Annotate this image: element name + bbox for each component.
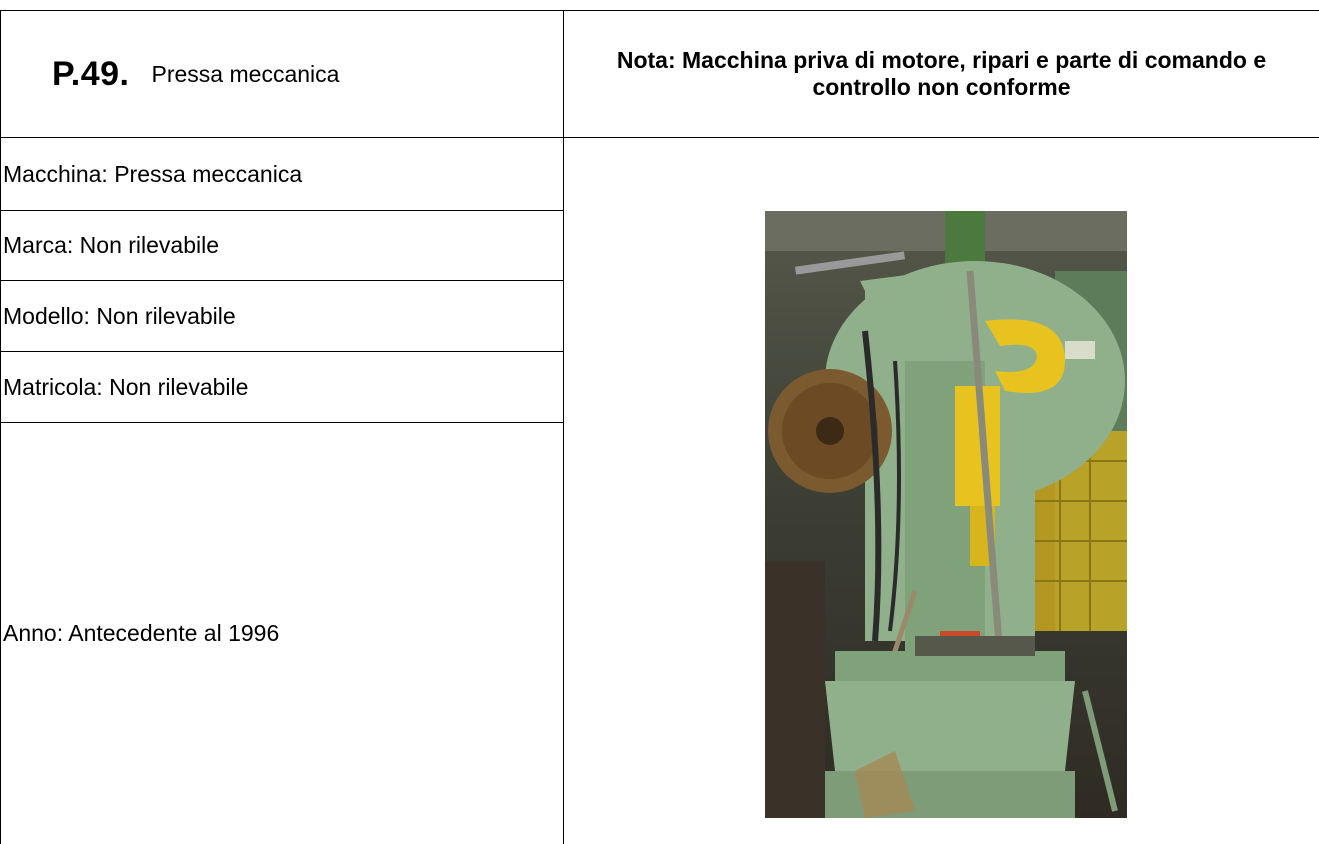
row-divider-3 <box>0 351 563 352</box>
item-title: Pressa meccanica <box>151 60 340 87</box>
field-marca: Marca: Non rilevabile <box>3 232 220 258</box>
item-code: P.49. <box>52 54 130 93</box>
header-title-cell: P.49. Pressa meccanica <box>52 11 563 137</box>
field-macchina: Macchina: Pressa meccanica <box>3 160 303 187</box>
field-matricola: Matricola: Non rilevabile <box>3 373 249 400</box>
header-note-cell: Nota: Macchina priva di motore, ripari e… <box>564 11 1319 137</box>
row-divider-2 <box>0 280 563 281</box>
header-bottom-border <box>0 137 1319 138</box>
machine-photo-illustration <box>765 211 1127 818</box>
field-anno: Anno: Antecedente al 1996 <box>3 620 280 646</box>
note-text: Nota: Macchina priva di motore, ripari e… <box>616 47 1267 100</box>
row-divider-4 <box>0 422 563 423</box>
table-left-border <box>0 10 1 844</box>
machine-photo <box>765 211 1127 818</box>
table-top-border <box>0 10 1319 11</box>
column-divider <box>563 10 564 844</box>
field-modello: Modello: Non rilevabile <box>3 302 236 329</box>
row-divider-1 <box>0 210 563 211</box>
